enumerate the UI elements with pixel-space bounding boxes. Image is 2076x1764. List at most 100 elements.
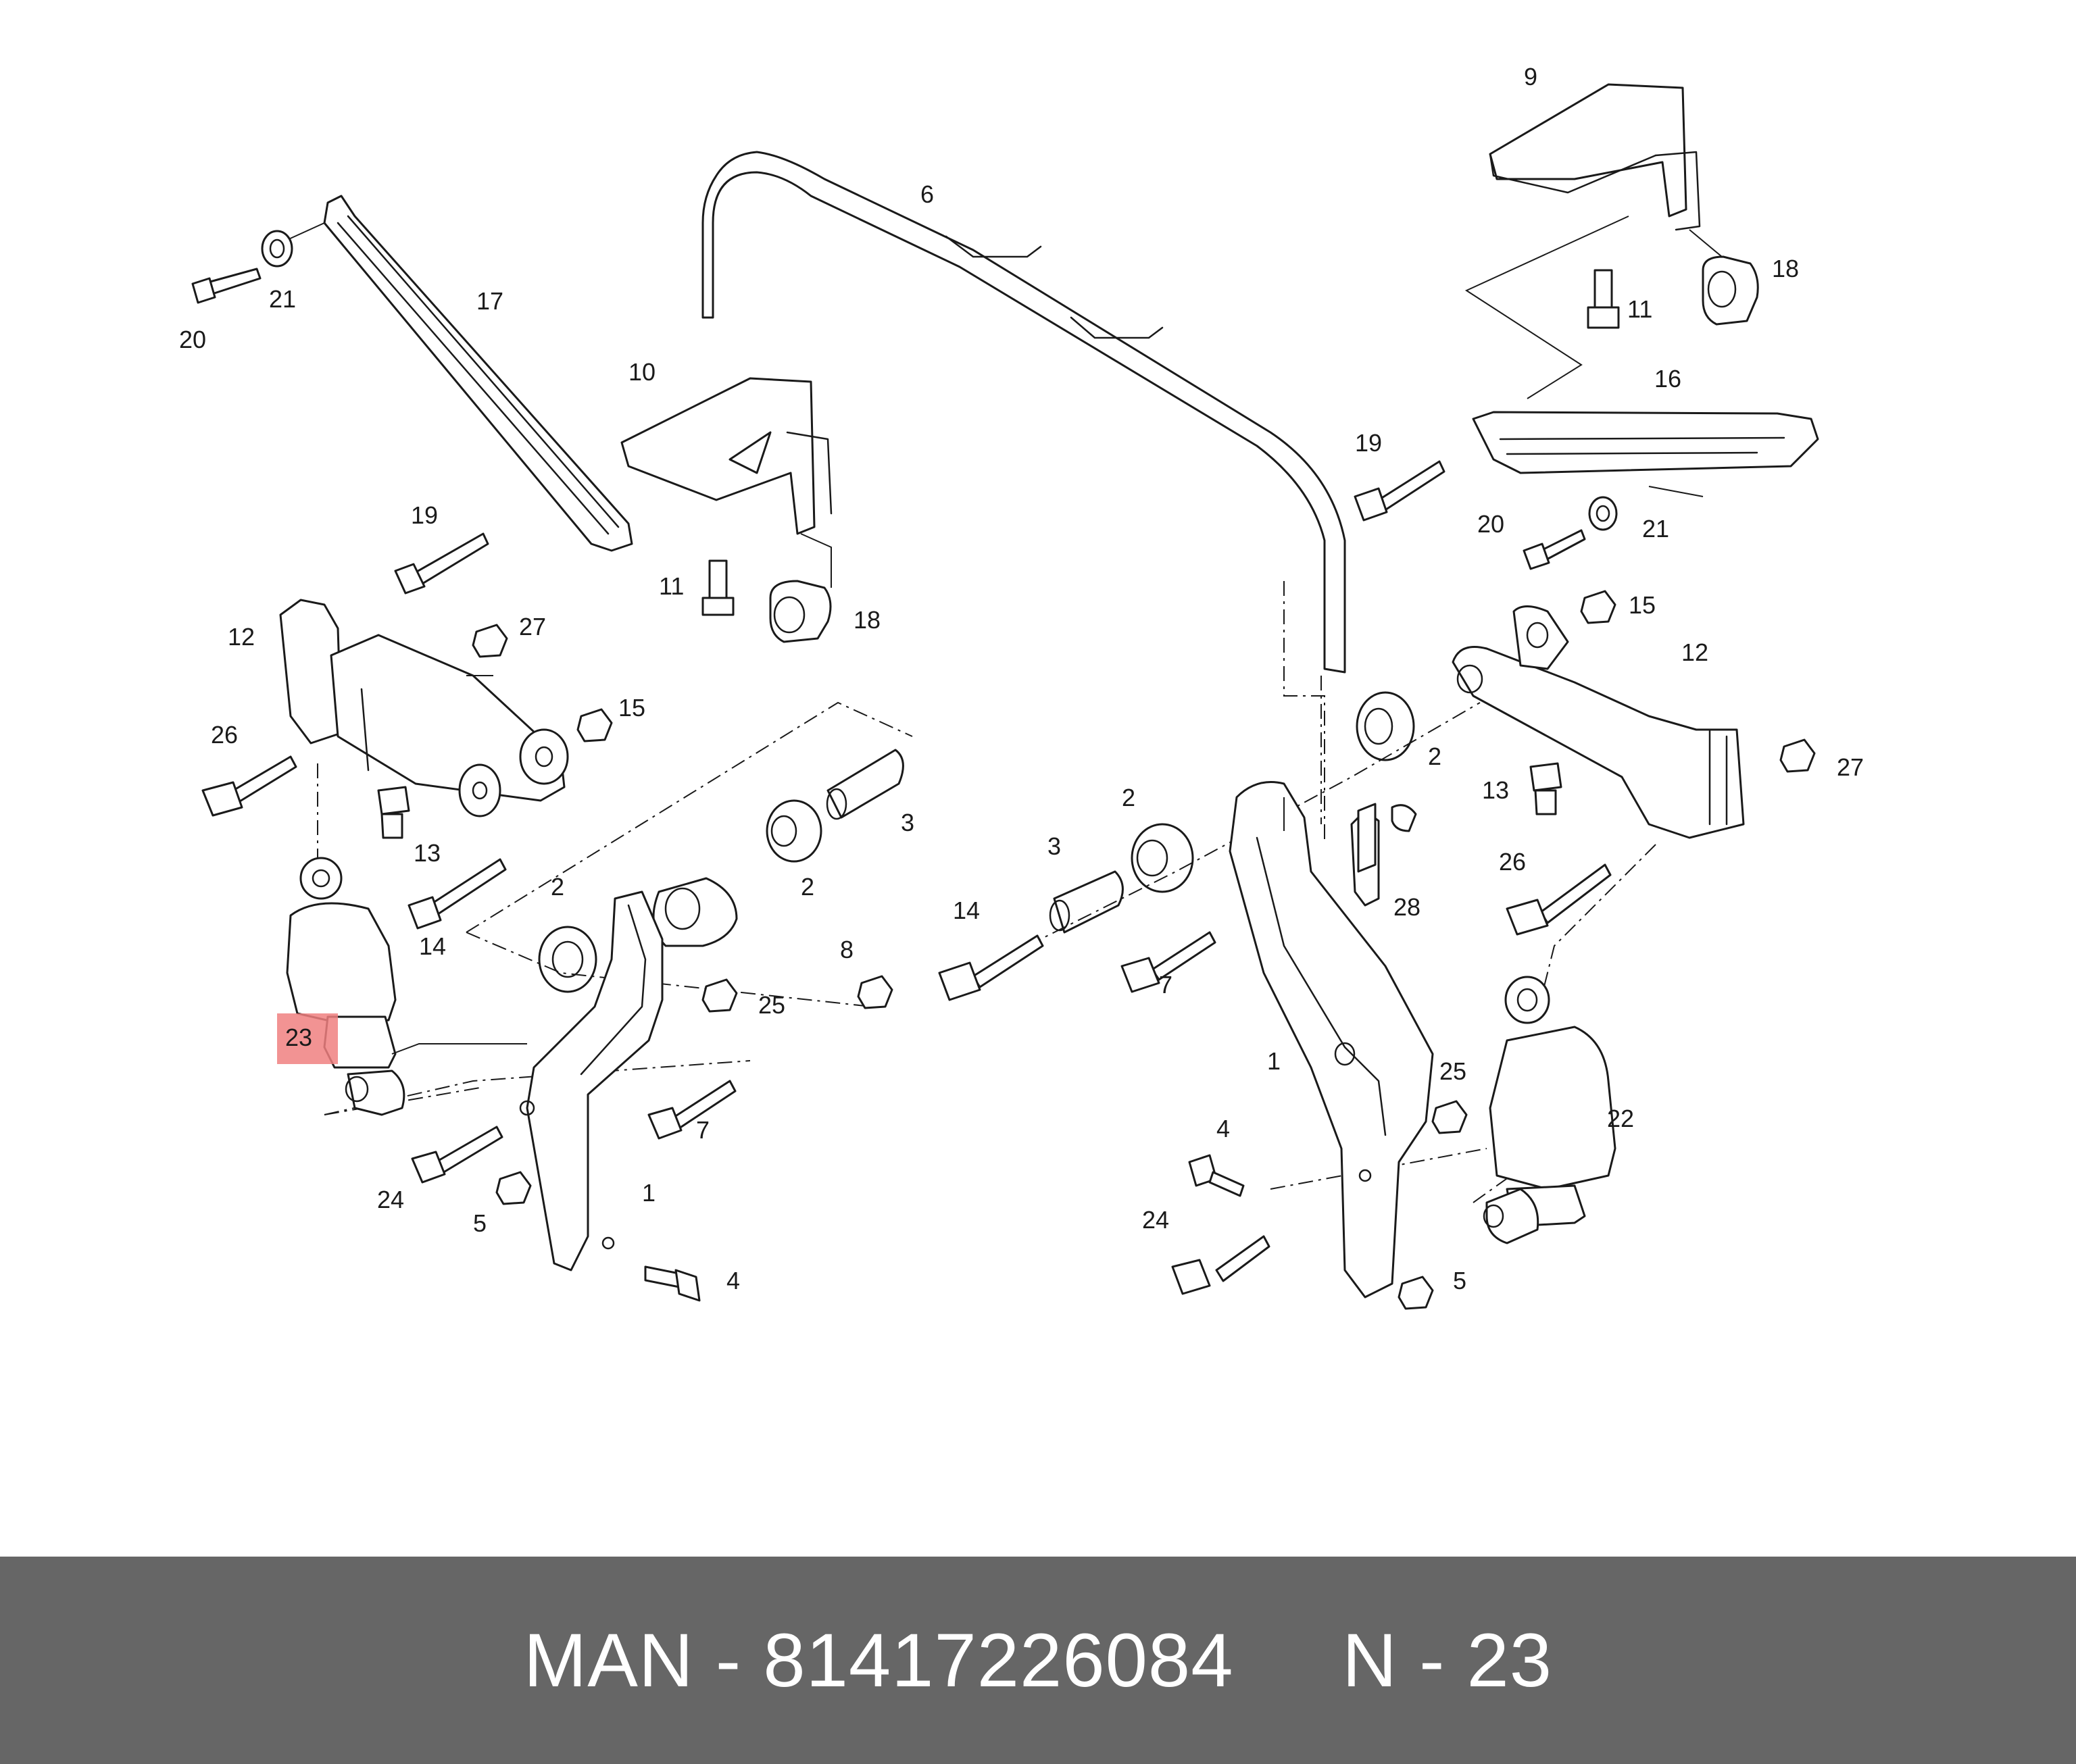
callout: 8 <box>840 936 854 963</box>
callout: 5 <box>473 1209 487 1237</box>
cab-bracket-12-right <box>1452 605 1745 839</box>
callout: 27 <box>1837 753 1864 781</box>
callout: 5 <box>1453 1267 1466 1294</box>
bolt-20-left <box>191 268 262 304</box>
bracket-16 <box>1472 411 1819 497</box>
bolt-20-right <box>1523 529 1586 570</box>
stabilizer-bar <box>701 151 1346 845</box>
bushing-2-left-a <box>538 926 597 993</box>
washer-21-right <box>1588 496 1618 531</box>
sleeve-3-left <box>826 749 904 820</box>
callout: 4 <box>726 1267 740 1294</box>
callout: 21 <box>1642 515 1669 543</box>
bolt-7-left <box>647 1080 737 1140</box>
callout: 6 <box>920 180 934 208</box>
highlighted-callout: 23 <box>285 1024 312 1051</box>
shock-absorber-23 <box>286 857 405 1116</box>
nut-15-left <box>576 708 613 742</box>
sleeve-3-right <box>1049 870 1124 934</box>
washer-21-left <box>261 230 293 268</box>
callout: 7 <box>1159 971 1172 999</box>
callout: 13 <box>414 839 441 867</box>
bracket-28 <box>1357 803 1417 873</box>
bolt-19-right <box>1354 460 1445 522</box>
callout: 4 <box>1216 1115 1230 1142</box>
callout: 19 <box>411 501 438 529</box>
bolt-26-right <box>1506 863 1612 936</box>
callout: 24 <box>1142 1206 1169 1234</box>
callout: 10 <box>628 358 656 386</box>
callout: 12 <box>1681 638 1708 666</box>
callout: 16 <box>1654 365 1681 393</box>
bolt-24-left <box>411 1126 503 1184</box>
bolt-24-right <box>1171 1235 1270 1295</box>
nut-5-left <box>495 1171 532 1205</box>
callout: 17 <box>476 287 503 315</box>
callout: 11 <box>1627 295 1652 323</box>
callout: 14 <box>419 932 446 960</box>
bolt-14-right <box>938 934 1044 1001</box>
callout: 24 <box>377 1186 404 1213</box>
arm-17 <box>287 195 633 552</box>
nut-27-left <box>472 624 508 658</box>
control-arm-1-right <box>1229 781 1434 1299</box>
bolt-13-right <box>1529 762 1562 815</box>
callout: 26 <box>211 721 238 749</box>
bushing-2-left-b <box>652 877 738 947</box>
part-number: 81417226084 <box>763 1618 1234 1703</box>
nut-25-right <box>1431 1100 1468 1134</box>
callout: 20 <box>1477 510 1504 538</box>
callout: 12 <box>228 623 255 651</box>
control-arm-1-left <box>519 890 664 1271</box>
nut-15-right <box>1580 590 1616 624</box>
bolt-11-left <box>701 559 735 616</box>
part-info-footer: MAN - 81417226084 N - 23 <box>0 1557 2076 1764</box>
callout: 3 <box>901 809 914 836</box>
bolt-7-right <box>1120 931 1216 993</box>
bushing-2-left-c <box>766 799 822 863</box>
callout: 19 <box>1355 429 1382 457</box>
bolt-14-left <box>407 858 507 930</box>
callout: 28 <box>1393 893 1420 921</box>
screw-4-right <box>1188 1154 1245 1197</box>
bolt-13-left <box>377 786 410 839</box>
bushing-2-right-b <box>1356 691 1415 761</box>
bracket-9 <box>1464 83 1731 399</box>
callout: 26 <box>1499 848 1526 876</box>
nut-25-left <box>701 978 738 1013</box>
callout: 27 <box>519 613 546 640</box>
brand-name: MAN <box>523 1618 694 1703</box>
callout: 1 <box>1267 1047 1281 1075</box>
exploded-parts-diagram: 9 6 18 11 17 21 20 10 16 19 19 20 21 11 … <box>179 63 1864 1310</box>
callout: 2 <box>801 873 814 901</box>
separator: - <box>693 1618 764 1703</box>
callout-labels: 9 6 18 11 17 21 20 10 16 19 19 20 21 11 … <box>179 63 1864 1294</box>
callout: 18 <box>1772 255 1799 282</box>
callout: 15 <box>618 694 645 722</box>
position-label: N - 23 <box>1342 1618 1553 1703</box>
bushing-18-left <box>769 580 832 643</box>
footer-text: MAN - 81417226084 N - 23 <box>524 1617 1552 1704</box>
callout: 18 <box>854 606 881 634</box>
callout: 11 <box>659 572 684 600</box>
callout: 15 <box>1629 591 1656 619</box>
callout: 1 <box>642 1179 656 1207</box>
spacer <box>1234 1618 1343 1703</box>
nut-27-right <box>1779 738 1816 773</box>
callout: 21 <box>269 285 296 313</box>
callout: 25 <box>758 991 785 1019</box>
leader-line-23 <box>391 1043 527 1055</box>
screw-4-left <box>644 1265 701 1302</box>
bushing-2-right-a <box>1131 823 1194 893</box>
bolt-11-right <box>1587 269 1620 329</box>
bolt-26-left <box>201 755 297 817</box>
callout: 7 <box>696 1116 710 1144</box>
callout: 20 <box>179 326 206 353</box>
callout: 9 <box>1524 63 1537 91</box>
nut-8 <box>857 975 893 1009</box>
nut-5-right <box>1398 1276 1434 1310</box>
callout: 2 <box>1428 742 1441 770</box>
cab-bracket-12-left <box>279 599 569 817</box>
bolt-19-left <box>394 532 489 595</box>
